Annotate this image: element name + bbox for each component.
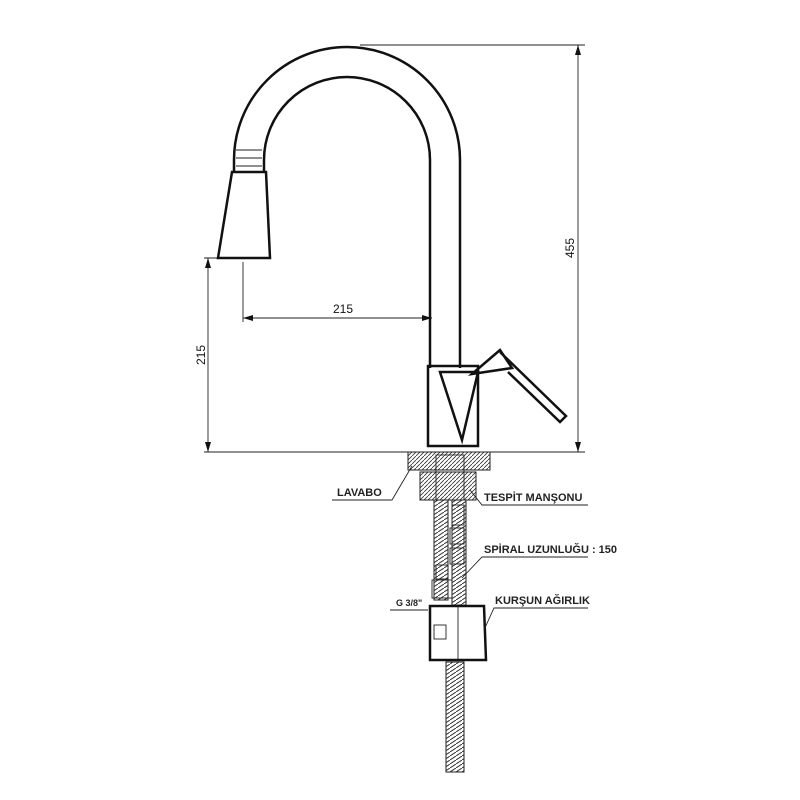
dim-total-height-label: 455 — [563, 238, 577, 258]
installation-parts — [407, 451, 491, 773]
dimension-reach — [242, 262, 432, 322]
spout — [216, 45, 462, 368]
lever-handle — [499, 351, 568, 424]
dimension-455 — [360, 44, 585, 452]
leaders — [332, 465, 588, 631]
label-basin: LAVABO — [337, 487, 382, 499]
label-lead-weight: KURŞUN AĞIRLIK — [495, 594, 590, 607]
dimension-spout-height — [204, 257, 236, 452]
hose — [445, 661, 465, 773]
label-fixing-sleeve: TESPİT MANŞONU — [484, 491, 582, 504]
dim-reach-label: 215 — [333, 302, 353, 316]
label-thread: G 3/8" — [396, 598, 422, 608]
dim-spout-height-label: 215 — [194, 345, 208, 365]
spray-head — [216, 170, 272, 260]
lead-weight — [428, 604, 488, 662]
label-spiral-length: SPİRAL UZUNLUĞU : 150 — [484, 543, 617, 556]
mixer-body — [426, 348, 568, 448]
